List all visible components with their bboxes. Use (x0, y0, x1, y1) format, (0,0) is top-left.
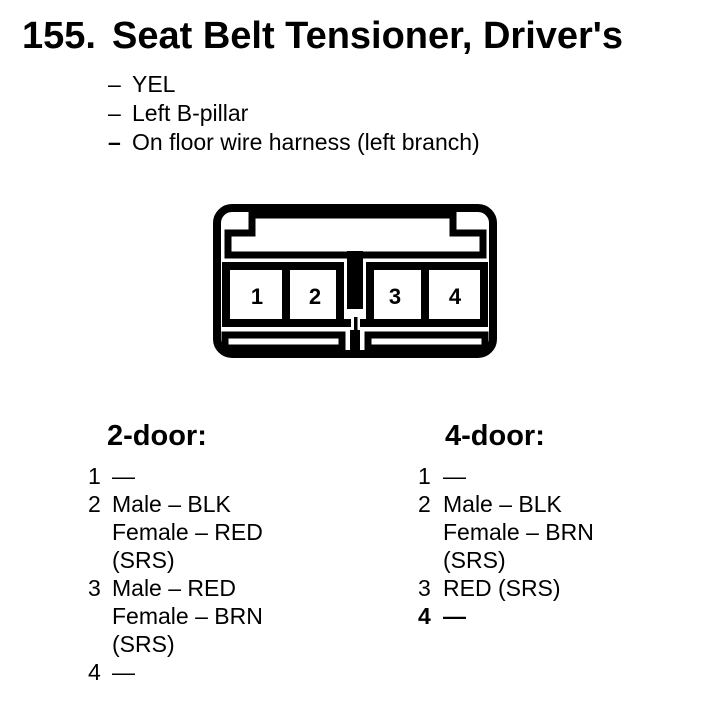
pin-wire-value: Female – RED (112, 519, 263, 545)
connector-details-list: – YEL – Left B-pillar – On floor wire ha… (108, 70, 480, 157)
pin-number: 2 (88, 491, 101, 517)
pin-number: 4 (88, 659, 101, 685)
pinout-row: 2 Male – BLK Female – RED (SRS) (88, 490, 388, 574)
pinout-row: 4 — (88, 658, 388, 686)
pinout-list-4door: 1 — 2 Male – BLK Female – BRN (SRS) 3 RE… (418, 462, 698, 630)
column-heading-2door: 2-door: (107, 420, 207, 452)
connector-center-key (347, 251, 363, 309)
pinout-list-2door: 1 — 2 Male – BLK Female – RED (SRS) 3 Ma… (88, 462, 388, 686)
pin-number: 2 (418, 491, 431, 517)
pin-2-label: 2 (309, 284, 321, 309)
pin-number: 1 (418, 463, 431, 489)
pin-wire-value: (SRS) (112, 547, 175, 573)
pin-wire-value: — (443, 603, 466, 629)
pin-wire-value: Male – BLK (112, 491, 231, 517)
title-text: Seat Belt Tensioner, Driver's (112, 15, 623, 57)
dash-bullet: – (108, 129, 121, 155)
pin-wire-value: (SRS) (112, 631, 175, 657)
page-title: 155. Seat Belt Tensioner, Driver's (22, 14, 623, 60)
pin-wire-value: (SRS) (443, 547, 506, 573)
bottom-strip-left (221, 331, 346, 352)
bottom-strip-right (364, 331, 489, 352)
pin-wire-value: — (112, 463, 135, 489)
connector-diagram: 1 2 3 4 (213, 204, 497, 358)
pin-number: 3 (418, 575, 431, 601)
pin-number: 4 (418, 603, 431, 629)
dash-bullet: – (108, 100, 121, 126)
column-heading-4door: 4-door: (445, 420, 545, 452)
pinout-row: 2 Male – BLK Female – BRN (SRS) (418, 490, 698, 574)
pinout-row: 1 — (88, 462, 388, 490)
pin-wire-value: Female – BRN (443, 519, 594, 545)
detail-line-color: – YEL (108, 70, 480, 99)
bottom-strip-divider (350, 330, 360, 352)
pin-number: 3 (88, 575, 101, 601)
pin-4-label: 4 (449, 284, 462, 309)
pin-wire-value: Male – BLK (443, 491, 562, 517)
detail-line-harness: – On floor wire harness (left branch) (108, 128, 480, 157)
detail-line-location: – Left B-pillar (108, 99, 480, 128)
detail-text: YEL (132, 71, 176, 97)
pinout-row: 1 — (418, 462, 698, 490)
pinout-row: 3 RED (SRS) (418, 574, 698, 602)
detail-text: Left B-pillar (132, 100, 249, 126)
dash-bullet: – (108, 71, 121, 97)
pin-wire-value: — (443, 463, 466, 489)
key-slot-tick (354, 317, 358, 330)
pin-wire-value: RED (SRS) (443, 575, 561, 601)
connector-top-notch-bar (224, 211, 487, 259)
pin-1-label: 1 (251, 284, 263, 309)
pin-wire-value: Male – RED (112, 575, 236, 601)
pin-number: 1 (88, 463, 101, 489)
title-number: 155. (22, 15, 96, 57)
detail-text: On floor wire harness (left branch) (132, 129, 480, 155)
pin-wire-value: Female – BRN (112, 603, 263, 629)
pinout-row: 3 Male – RED Female – BRN (SRS) (88, 574, 388, 658)
pin-wire-value: — (112, 659, 135, 685)
pinout-row: 4 — (418, 602, 698, 630)
pin-3-label: 3 (389, 284, 401, 309)
